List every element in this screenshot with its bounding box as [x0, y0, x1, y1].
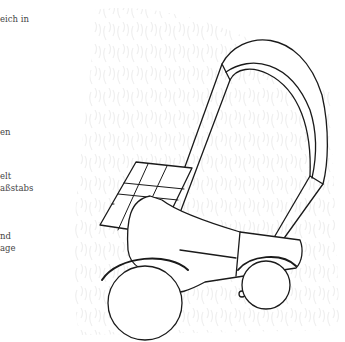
front-wheel [242, 261, 290, 309]
rear-wheel [108, 266, 182, 340]
rear-fender [102, 259, 188, 280]
text-fragment: en [0, 127, 11, 137]
body-panel-line [180, 232, 240, 276]
text-fragment: eich in [0, 14, 29, 24]
text-fragment: aßstabs [0, 183, 33, 193]
front-fender [238, 257, 296, 270]
text-fragment: nd [0, 231, 11, 241]
text-fragment: age [0, 243, 16, 253]
kite-seam [226, 63, 316, 178]
kite-canopy [222, 40, 327, 184]
text-fragment: elt [0, 171, 11, 181]
